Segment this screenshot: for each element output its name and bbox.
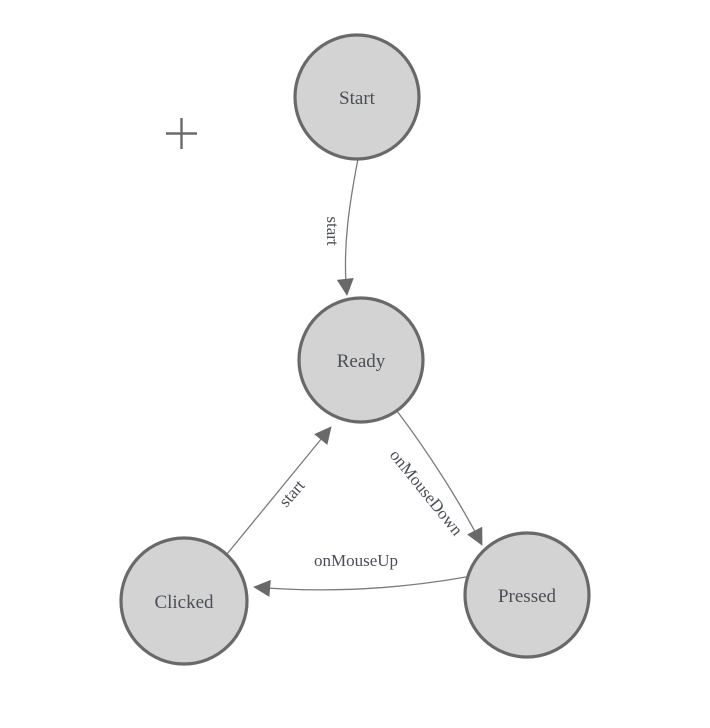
node-ready[interactable]: Ready: [297, 296, 425, 424]
node-start-circle[interactable]: [293, 33, 421, 161]
edge-label-start-to-ready: start: [323, 216, 342, 246]
crosshair-plus-icon: [166, 118, 197, 149]
edge-line-pressed-to-clicked[interactable]: [253, 576, 467, 597]
edge-label-pressed-to-clicked: onMouseUp: [314, 551, 398, 570]
node-ready-circle[interactable]: [297, 296, 425, 424]
edge-pressed-to-clicked[interactable]: onMouseUp: [253, 551, 467, 597]
edge-start-to-ready[interactable]: start: [323, 158, 359, 296]
edge-label-clicked-to-ready: start: [275, 476, 309, 511]
edge-ready-to-pressed[interactable]: onMouseDown: [386, 410, 483, 546]
node-clicked[interactable]: Clicked: [119, 536, 249, 666]
edge-line-start-to-ready[interactable]: [336, 158, 359, 296]
node-clicked-circle[interactable]: [119, 536, 249, 666]
edge-line-ready-to-pressed[interactable]: [396, 410, 483, 546]
node-start[interactable]: Start: [293, 33, 421, 161]
edge-label-ready-to-pressed: onMouseDown: [386, 446, 467, 540]
node-pressed-circle[interactable]: [463, 531, 591, 659]
edge-clicked-to-ready[interactable]: start: [226, 426, 332, 555]
nodes-layer: Start Ready Clicked Pressed: [119, 33, 591, 666]
node-pressed[interactable]: Pressed: [463, 531, 591, 659]
edge-line-clicked-to-ready[interactable]: [226, 426, 332, 555]
